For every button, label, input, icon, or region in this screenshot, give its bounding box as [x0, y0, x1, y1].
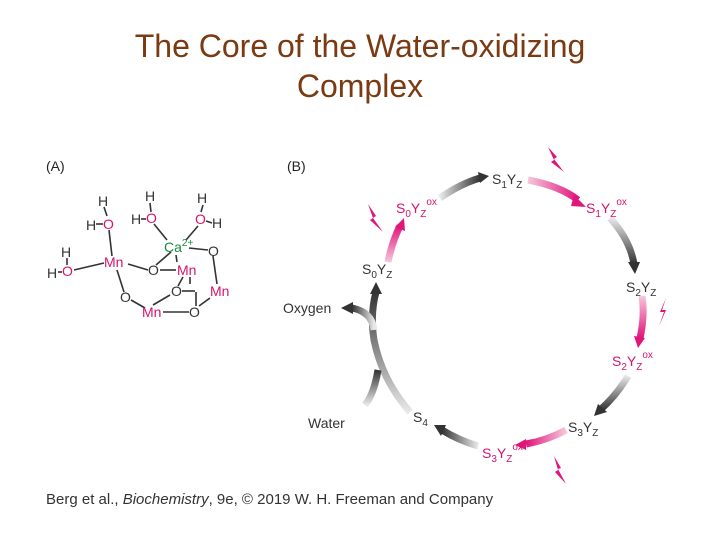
atom-h: H	[131, 211, 141, 227]
water-label: Water	[308, 415, 345, 431]
lightning-bolt-icon	[368, 204, 383, 232]
bond	[185, 225, 199, 241]
arc-s0-to-s0ox	[384, 224, 404, 263]
branch-water-in	[362, 369, 382, 408]
atom-o: O	[189, 304, 200, 320]
state-labels: S1YZ S1YZox S2YZ S2YZox S3YZ S3YZox S4 S…	[283, 171, 656, 465]
slide-title: The Core of the Water-oxidizing Complex	[0, 26, 720, 106]
panel-b: (B)	[283, 147, 666, 484]
atom-h: H	[61, 244, 71, 260]
bond	[127, 263, 149, 271]
atoms: H H O H H O H O H H H O Ca2+ O Mn O Mn O…	[47, 188, 229, 320]
arrowhead	[594, 404, 607, 416]
atom-o: O	[195, 211, 206, 227]
arrowhead	[571, 195, 586, 207]
state-s2yz: S2YZ	[626, 279, 656, 299]
atom-o: O	[148, 262, 159, 278]
manganese-atom: Mn	[177, 262, 196, 278]
arrowhead	[515, 439, 526, 450]
slide-title-line-2: Complex	[296, 68, 424, 104]
light-flash-icons	[368, 147, 666, 484]
bond	[153, 223, 168, 241]
arc-s4-to-s0	[368, 291, 413, 415]
arrowhead	[341, 302, 353, 314]
atom-o: O	[171, 283, 182, 299]
s-state-cycle	[351, 174, 647, 450]
bond	[116, 269, 125, 293]
state-s1yzox: S1YZox	[586, 197, 627, 220]
slide-title-line-1: The Core of the Water-oxidizing	[134, 28, 586, 64]
arc-s2ox-to-s3	[597, 374, 632, 413]
bond	[200, 204, 204, 213]
citation-authors: Berg et al.,	[46, 491, 123, 508]
state-s2yzox: S2YZox	[612, 350, 653, 373]
atom-h: H	[98, 193, 108, 209]
manganese-atom: Mn	[142, 304, 161, 320]
bond	[177, 276, 184, 287]
arrowhead	[434, 425, 446, 436]
lightning-bolt-icon	[554, 456, 566, 484]
state-s1yz: S1YZ	[492, 171, 522, 191]
panel-b-label: (B)	[287, 158, 306, 174]
atom-h: H	[197, 190, 207, 206]
manganese-atom: Mn	[104, 254, 123, 270]
bond	[175, 254, 178, 263]
atom-h: H	[145, 188, 155, 204]
bond	[205, 220, 213, 224]
arc-s1-to-s1ox	[527, 176, 581, 203]
arrowhead	[395, 218, 405, 231]
arc-s2-to-s2ox	[636, 295, 647, 339]
oxygen-label: Oxygen	[283, 300, 331, 316]
calcium-ion: Ca2+	[164, 238, 193, 255]
bond	[149, 202, 152, 213]
arrowhead	[634, 336, 645, 348]
arc-s1ox-to-s2	[607, 215, 638, 265]
branch-oxygen-out	[351, 304, 378, 331]
arrowhead	[478, 172, 489, 183]
state-s3yzox: S3YZox	[482, 442, 523, 465]
panel-a: (A)	[46, 158, 229, 320]
citation-book-title: Biochemistry	[122, 491, 209, 508]
manganese-atom: Mn	[210, 283, 229, 299]
arrowhead	[370, 282, 382, 294]
arrowhead	[628, 262, 640, 274]
state-s0yz: S0YZ	[362, 261, 392, 281]
state-s3yz: S3YZ	[568, 419, 598, 439]
lightning-bolt-icon	[659, 298, 666, 326]
lightning-bolt-icon	[548, 147, 564, 172]
figure-citation: Berg et al., Biochemistry, 9e, © 2019 W.…	[46, 491, 493, 508]
atom-o: O	[103, 216, 114, 232]
bond	[188, 247, 209, 251]
atom-o: O	[208, 243, 219, 259]
bond	[73, 262, 105, 271]
bond	[108, 229, 113, 257]
bond	[152, 294, 171, 306]
arc-s3-to-s3ox	[525, 426, 568, 448]
state-s4: S4	[413, 409, 428, 429]
state-s0yzox: S0YZox	[396, 197, 437, 220]
bond	[130, 299, 146, 309]
arrowheads	[341, 172, 645, 450]
arc-s3ox-to-s4	[440, 427, 480, 450]
atom-h: H	[47, 265, 57, 281]
atom-o: O	[120, 289, 131, 305]
bond	[103, 206, 108, 217]
atom-h: H	[86, 217, 96, 233]
citation-publisher: , 9e, © 2019 W. H. Freeman and Company	[208, 491, 494, 508]
atom-o: O	[62, 263, 73, 279]
atom-o: O	[146, 210, 157, 226]
bond	[198, 297, 211, 307]
bond	[212, 255, 218, 285]
bond	[155, 251, 172, 266]
atom-h: H	[212, 215, 222, 231]
bonds	[58, 202, 218, 313]
panel-a-label: (A)	[46, 158, 65, 174]
arc-s0ox-to-s1	[437, 174, 482, 201]
